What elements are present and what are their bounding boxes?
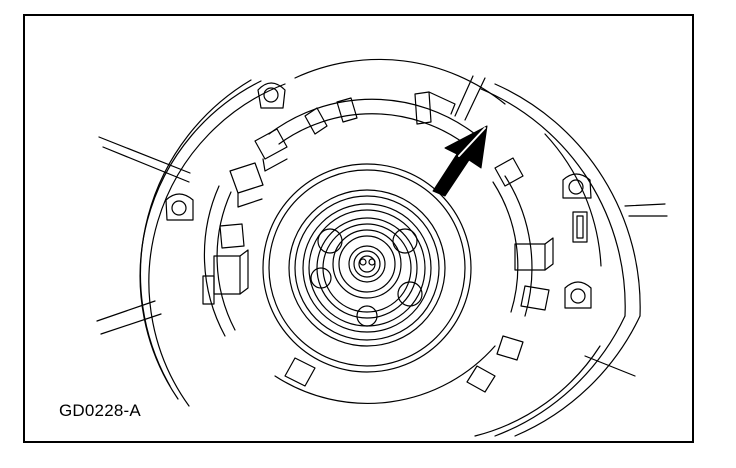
- transmission-drawing: [96, 58, 668, 437]
- spokes: [96, 75, 668, 377]
- figure-code: GD0228-A: [59, 401, 141, 420]
- arrow-icon: [432, 125, 488, 197]
- illustration-frame: GD0228-A: [23, 14, 694, 443]
- outer-housing: [139, 58, 641, 437]
- hub-assembly: [262, 163, 472, 373]
- drum-lugs: [202, 91, 554, 393]
- housing-bosses: [165, 82, 592, 309]
